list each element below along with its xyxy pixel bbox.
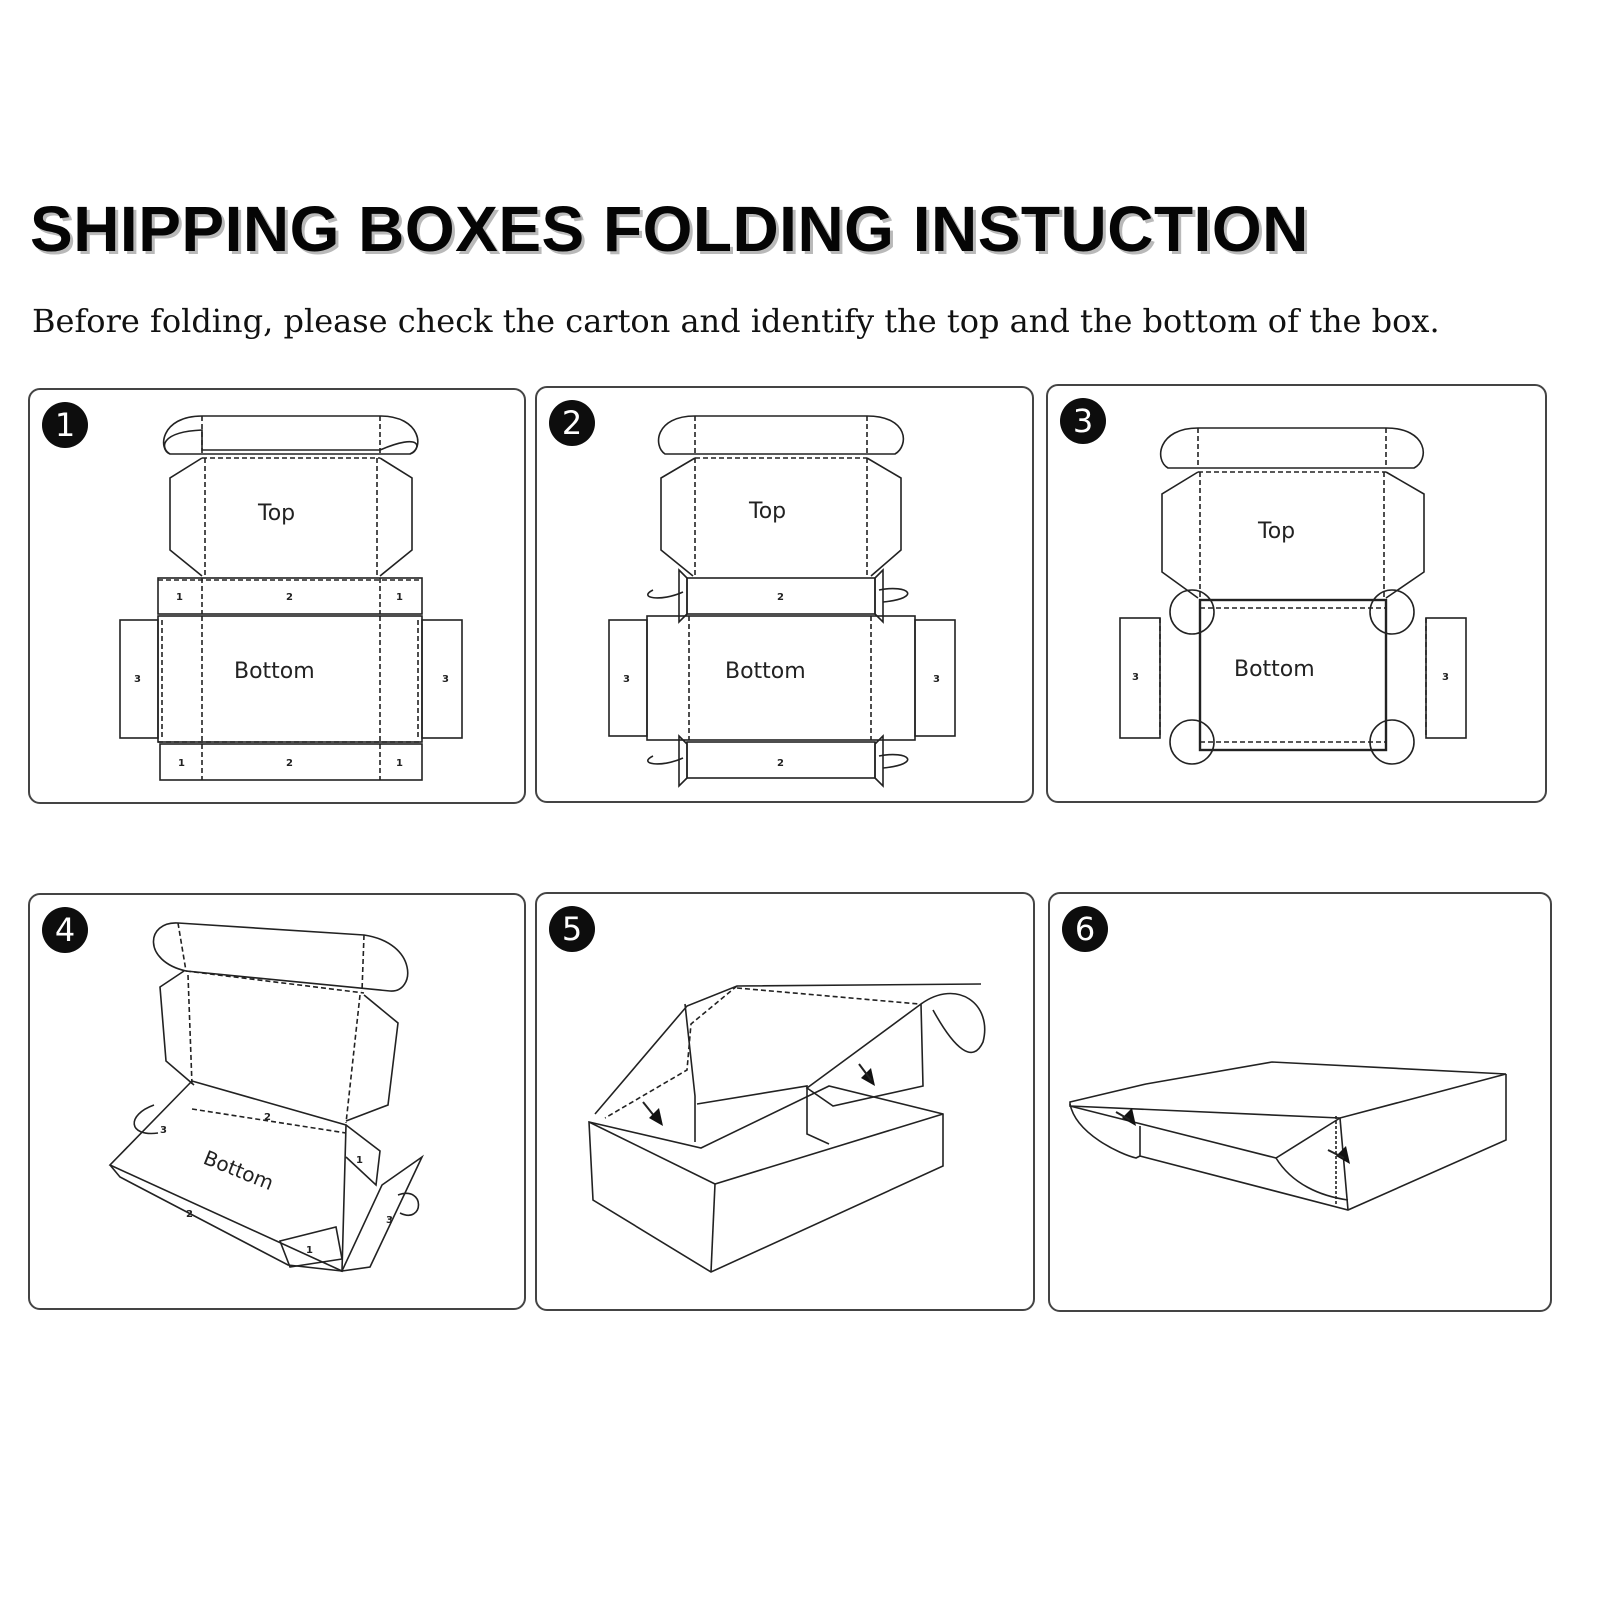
step-number-badge: 4 [42,907,88,953]
instruction-text: Before folding, please check the carton … [32,302,1440,340]
flap-number: 2 [777,758,784,769]
step-panel-4: 2 2 3 3 1 1 Bottom 4 [28,893,526,1310]
step-4-diagram: 2 2 3 3 1 1 Bottom [108,922,425,1273]
flap-number: 1 [176,592,183,603]
step-number-badge: 6 [1062,906,1108,952]
step-panel-2: 2 2 3 3 Top Bottom 2 [535,386,1034,803]
flap-number: 1 [178,758,185,769]
top-label: Top [257,501,295,526]
bottom-label: Bottom [234,659,315,684]
flap-number: 2 [286,758,293,769]
flap-number: 3 [1442,672,1449,683]
step-number-badge: 3 [1060,398,1106,444]
bottom-label: Bottom [725,659,806,684]
flap-number: 2 [264,1112,271,1123]
flap-number: 3 [933,674,940,685]
flap-number: 3 [134,674,141,685]
top-label: Top [1257,519,1295,544]
top-label: Top [748,499,786,524]
page-title: SHIPPING BOXES FOLDING INSTUCTION [30,193,1309,265]
flap-number: 3 [623,674,630,685]
step-panel-5: 5 [535,892,1035,1311]
step-3-diagram: 3 3 Top Bottom [1119,427,1467,765]
flap-number: 3 [160,1125,167,1136]
flap-number: 1 [396,592,403,603]
step-number-badge: 1 [42,402,88,448]
flap-number: 2 [777,592,784,603]
step-number-badge: 2 [549,400,595,446]
flap-number: 1 [356,1155,363,1166]
flap-number: 2 [286,592,293,603]
step-5-diagram [588,983,986,1273]
flap-number: 3 [386,1215,393,1226]
bottom-label: Bottom [200,1145,277,1195]
step-panel-6: 6 [1048,892,1552,1312]
flap-number: 1 [396,758,403,769]
bottom-label: Bottom [1234,657,1315,682]
flap-number: 2 [186,1209,193,1220]
step-number-badge: 5 [549,906,595,952]
step-panel-3: 3 3 Top Bottom 3 [1046,384,1547,803]
step-6-diagram [1069,1061,1507,1211]
step-2-diagram: 2 2 3 3 Top Bottom [608,415,956,788]
flap-number: 3 [442,674,449,685]
flap-number: 1 [306,1245,313,1256]
flap-number: 3 [1132,672,1139,683]
step-1-diagram: 1 2 1 3 3 1 2 1 Top Bottom [119,415,463,781]
step-panel-1: 1 2 1 3 3 1 2 1 Top Bottom 1 [28,388,526,804]
